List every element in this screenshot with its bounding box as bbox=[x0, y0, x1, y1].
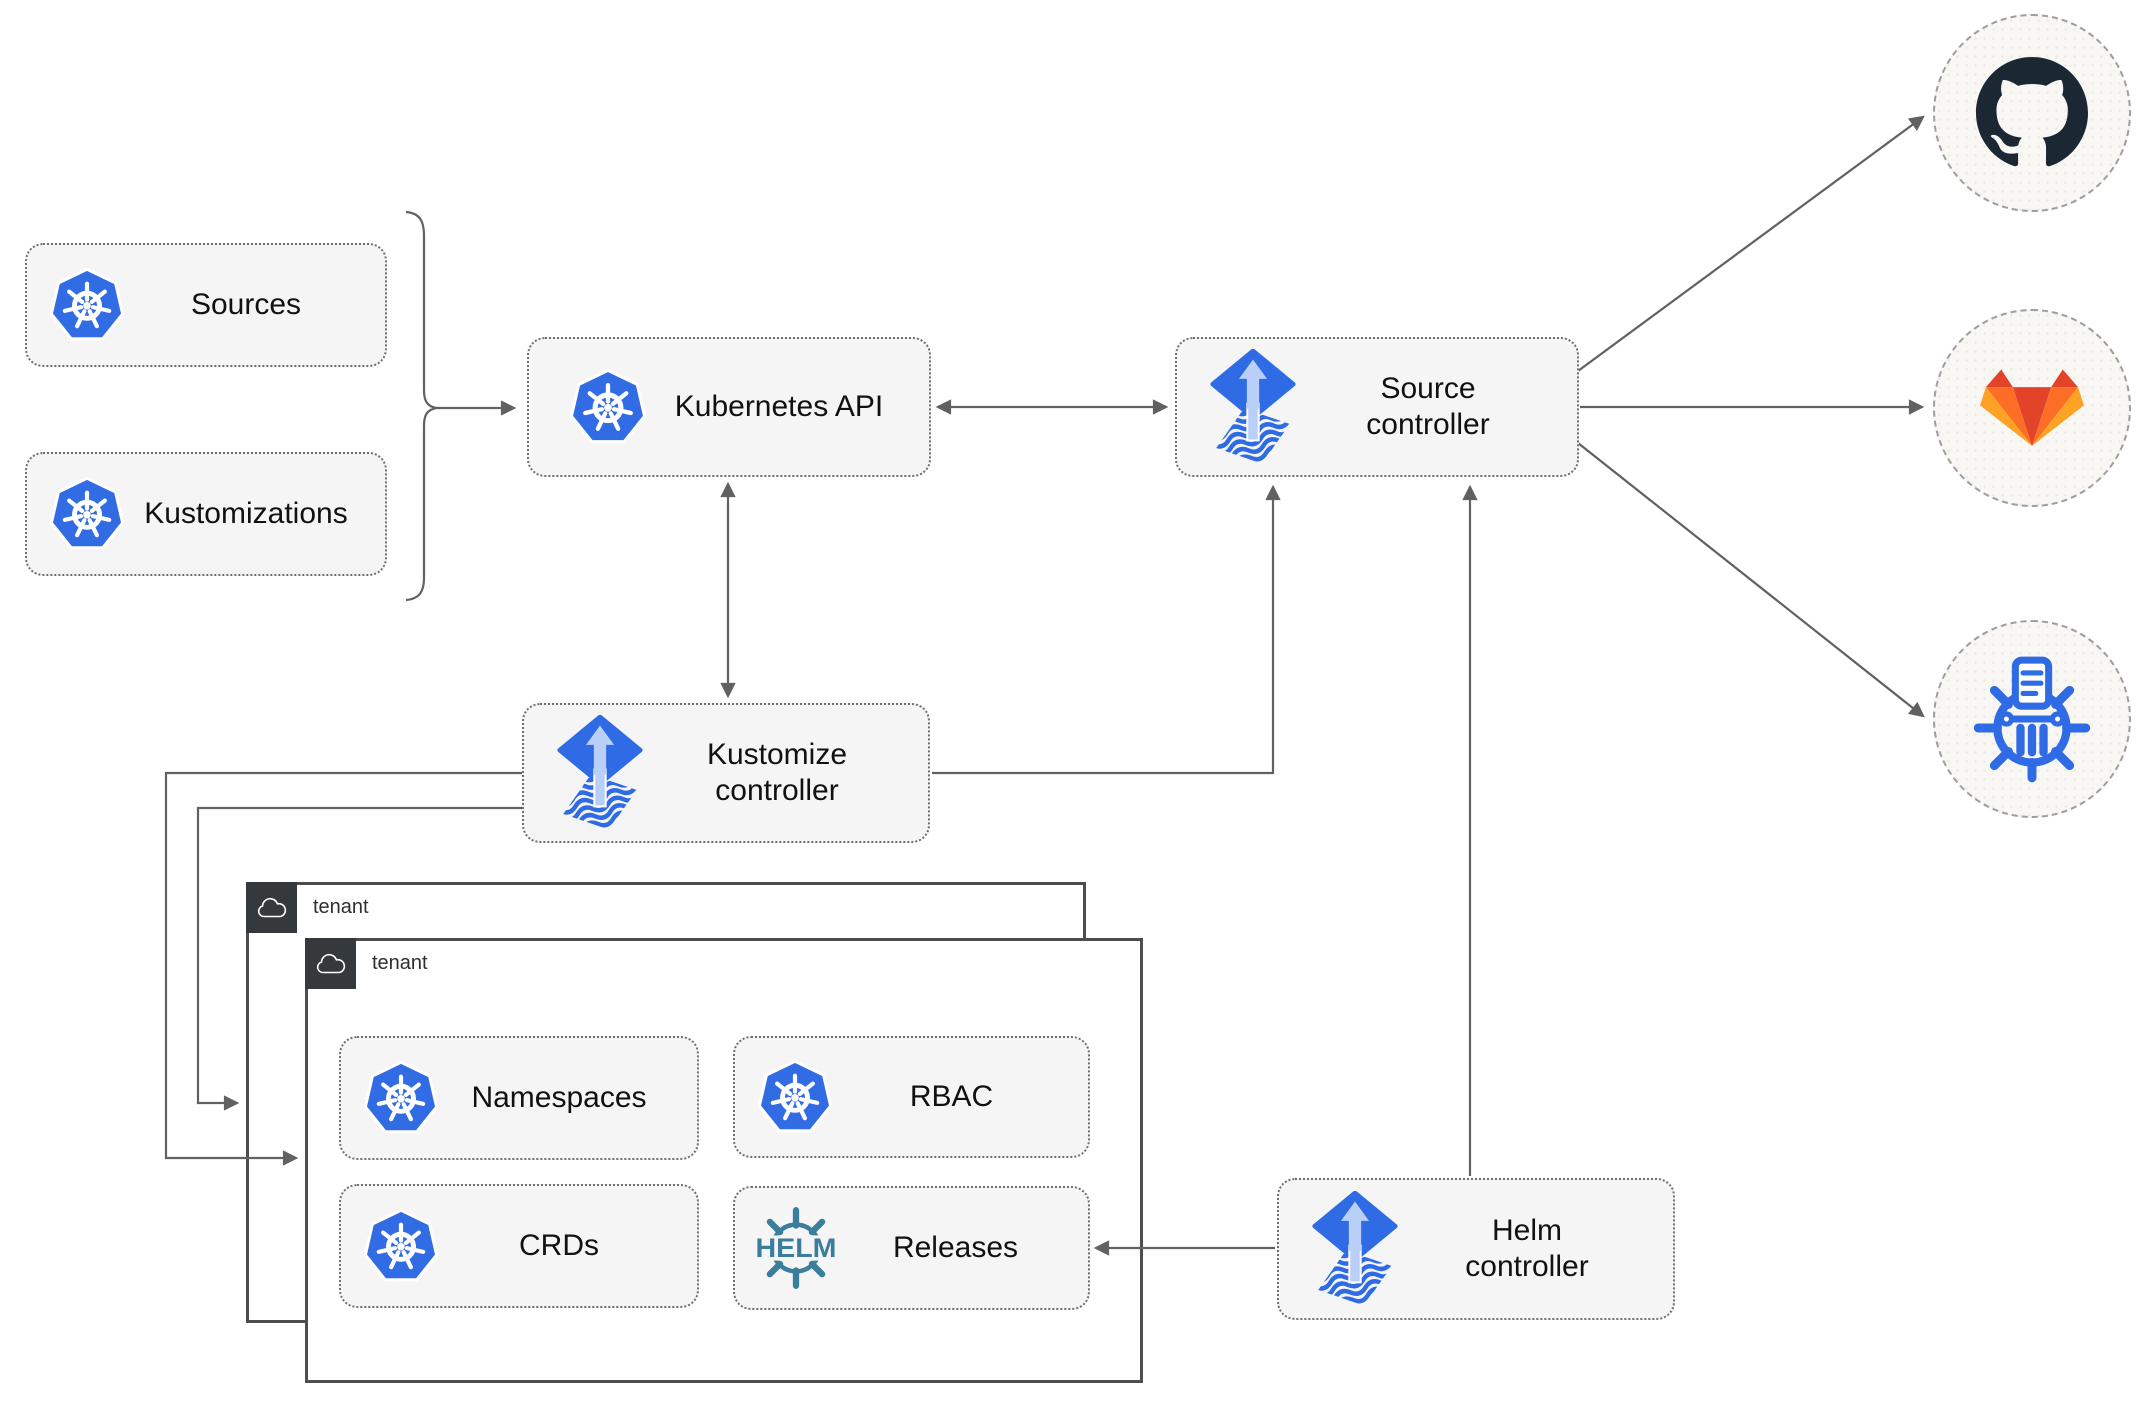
node-label: Kustomize controller bbox=[706, 738, 848, 807]
github-icon bbox=[1976, 57, 2088, 169]
helm-icon: HELM bbox=[751, 1203, 841, 1293]
node-label: Releases bbox=[892, 1231, 1019, 1264]
node-kustomize-controller: Kustomize controller bbox=[522, 703, 930, 843]
kubernetes-icon bbox=[49, 476, 125, 552]
flux-icon bbox=[556, 715, 644, 831]
node-label: Namespaces bbox=[471, 1081, 647, 1114]
flux-icon bbox=[1311, 1191, 1399, 1307]
node-label: Source controller bbox=[1366, 372, 1490, 441]
external-helm-repository bbox=[1933, 620, 2131, 818]
kubernetes-icon bbox=[49, 267, 125, 343]
helm-repository-icon bbox=[1968, 655, 2096, 783]
brace-sources-group bbox=[405, 210, 437, 602]
external-gitlab bbox=[1933, 309, 2131, 507]
node-label: Kubernetes API bbox=[674, 390, 884, 423]
node-releases: HELM Releases bbox=[733, 1186, 1090, 1310]
cloud-icon bbox=[315, 952, 347, 975]
tenant-container-inner: tenant bbox=[305, 938, 1143, 1383]
node-kustomizations: Kustomizations bbox=[25, 452, 387, 576]
arrow-source-to-github bbox=[1577, 115, 1925, 372]
node-kubernetes-api: Kubernetes API bbox=[527, 337, 931, 477]
arrow-kustomize-to-source-controller bbox=[932, 484, 1281, 775]
kubernetes-icon bbox=[757, 1059, 833, 1135]
cloud-icon bbox=[256, 896, 288, 919]
external-github bbox=[1933, 14, 2131, 212]
flux-icon bbox=[1209, 349, 1297, 465]
kubernetes-icon bbox=[569, 368, 647, 446]
gitlab-icon bbox=[1980, 369, 2084, 448]
tenant-label: tenant bbox=[372, 952, 428, 974]
node-source-controller: Source controller bbox=[1175, 337, 1579, 477]
node-rbac: RBAC bbox=[733, 1036, 1090, 1158]
tenant-tab bbox=[305, 938, 356, 989]
node-label: RBAC bbox=[909, 1080, 994, 1113]
helm-logo-text: HELM bbox=[756, 1233, 837, 1263]
tenant-label: tenant bbox=[313, 896, 369, 918]
node-crds: CRDs bbox=[339, 1184, 699, 1308]
tenant-tab bbox=[246, 882, 297, 933]
node-label: Helm controller bbox=[1465, 1214, 1589, 1283]
node-namespaces: Namespaces bbox=[339, 1036, 699, 1160]
node-label: Kustomizations bbox=[144, 497, 348, 530]
arrow-source-to-helm-repository bbox=[1577, 442, 1925, 718]
node-label: Sources bbox=[190, 288, 302, 321]
node-helm-controller: Helm controller bbox=[1277, 1178, 1675, 1320]
kubernetes-icon bbox=[363, 1060, 439, 1136]
kubernetes-icon bbox=[363, 1208, 439, 1284]
node-sources: Sources bbox=[25, 243, 387, 367]
node-label: CRDs bbox=[519, 1229, 599, 1262]
